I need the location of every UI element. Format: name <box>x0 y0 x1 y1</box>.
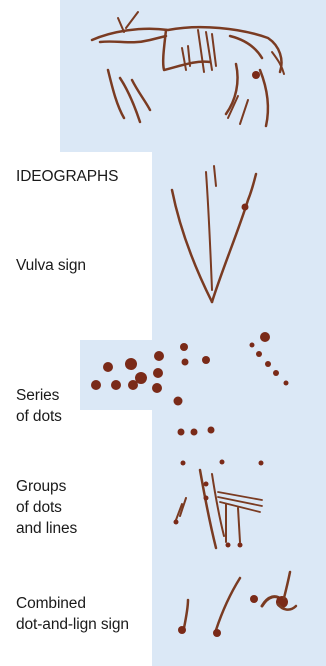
groups-of-dots-and-lines-drawing <box>174 460 264 549</box>
animal-figure-drawing <box>92 12 284 126</box>
series-of-dots-drawing <box>91 332 289 436</box>
combined-sign-drawing <box>178 572 296 637</box>
vulva-sign-drawing <box>172 166 256 302</box>
